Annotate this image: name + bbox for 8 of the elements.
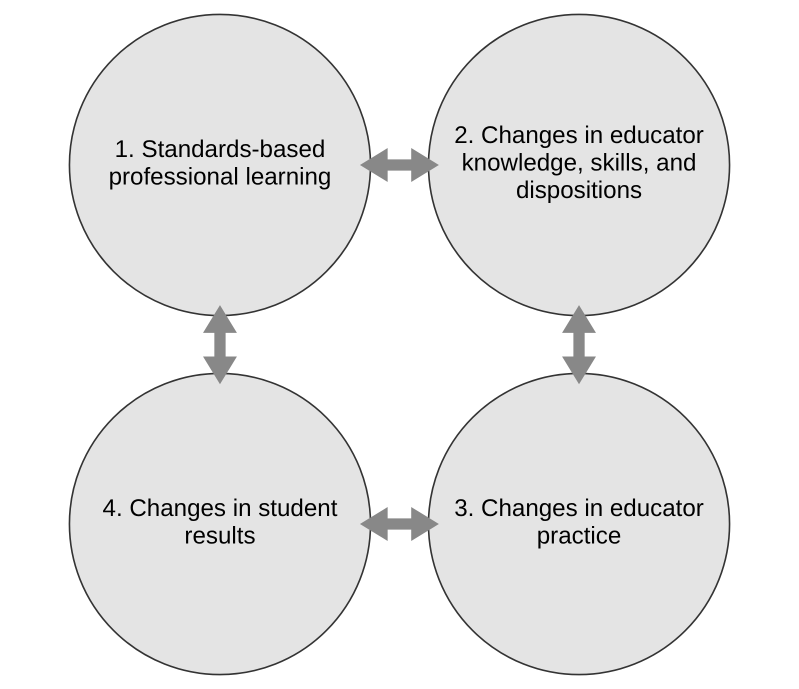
arrow bbox=[203, 305, 237, 384]
node-circle: 4. Changes in student results bbox=[68, 372, 372, 676]
node-circle: 1. Standards-based professional learning bbox=[68, 14, 372, 316]
arrow bbox=[360, 507, 439, 541]
arrow bbox=[360, 148, 439, 182]
arrow bbox=[562, 305, 596, 384]
node-circle: 2. Changes in educator knowledge, skills, and dispositions bbox=[428, 14, 730, 316]
node-circle: 3. Changes in educator practice bbox=[428, 372, 730, 676]
